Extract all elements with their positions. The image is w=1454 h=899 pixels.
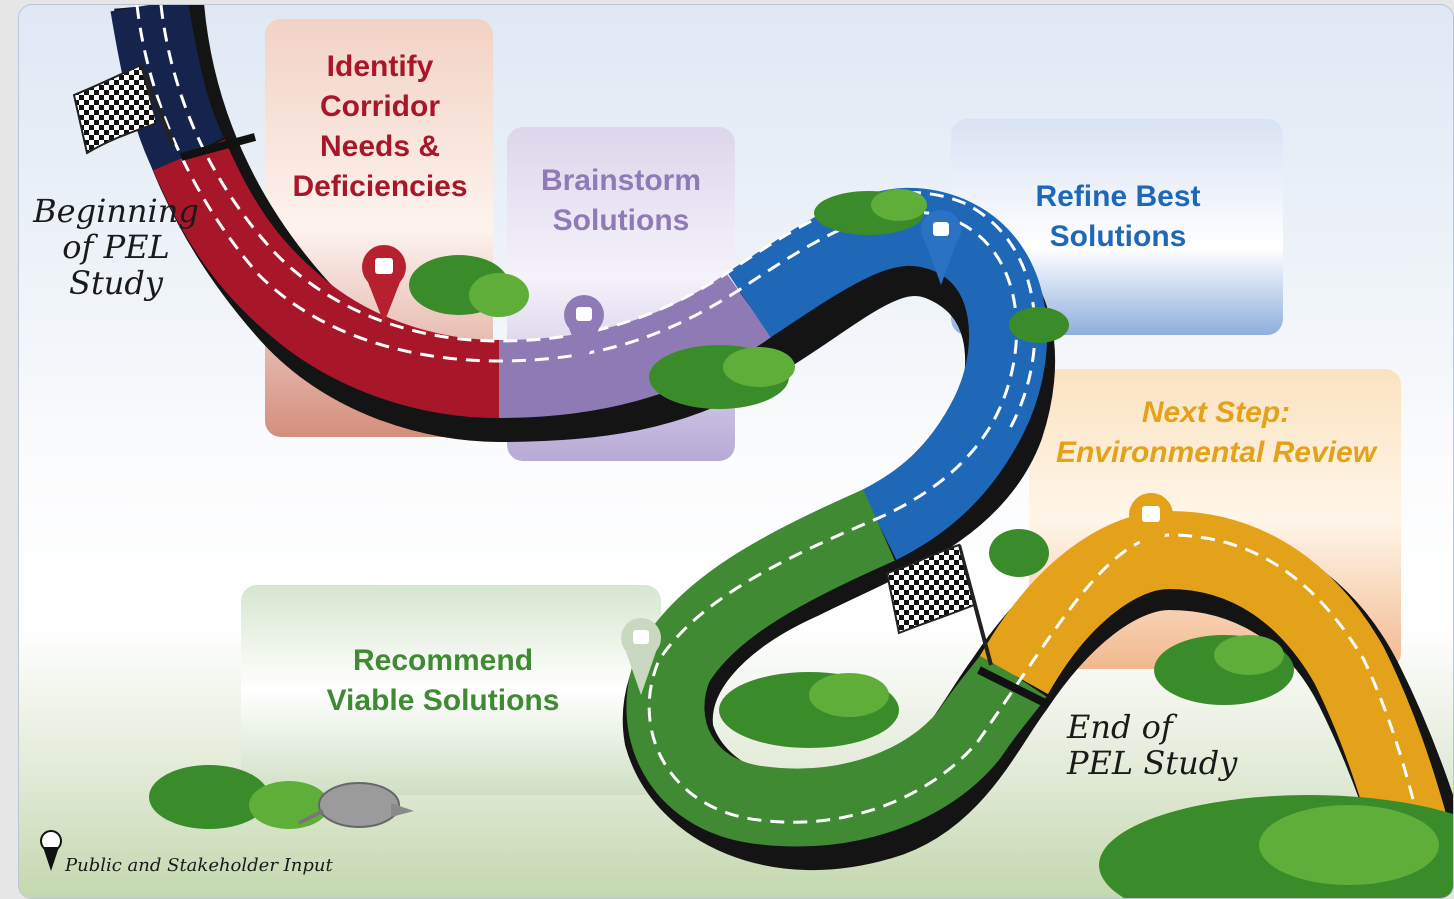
road-lane-markings-2: [159, 5, 1037, 431]
input-marker-recommend-icon: [621, 618, 661, 695]
stage-refine-line1: Refine Best: [1035, 180, 1201, 213]
stage-recommend-line1: Recommend: [352, 644, 534, 677]
road-segment-recommend: [626, 489, 1047, 847]
end-label-line1: End of: [1067, 708, 1173, 746]
stage-recommend-label: Recommend Viable Solutions: [243, 641, 643, 721]
stage-identify-line1: Identify: [326, 50, 434, 83]
legend-marker-icon: [40, 830, 62, 871]
input-marker-next-icon: [1129, 493, 1173, 575]
stage-recommend-line2: Viable Solutions: [326, 684, 560, 717]
road-lane-markings: [135, 5, 1439, 898]
stage-brainstorm-label: Brainstorm Solutions: [509, 161, 733, 241]
road-scene: [40, 5, 1453, 898]
stage-identify-line4: Deficiencies: [292, 170, 468, 203]
road-segment-brainstorm: [498, 272, 772, 418]
input-marker-refine-icon: [921, 210, 961, 285]
stage-identify-line2: Corridor: [320, 90, 440, 123]
end-label: End of PEL Study: [1067, 709, 1267, 781]
start-label-line2: of PEL: [62, 228, 170, 266]
road-segment-start: [110, 5, 225, 173]
input-marker-brainstorm-icon: [564, 295, 604, 367]
stage-refine-label: Refine Best Solutions: [953, 177, 1283, 257]
stage-next-label: Next Step: Environmental Review: [1031, 393, 1401, 473]
start-label-line3: Study: [69, 264, 163, 302]
end-flag-icon: [885, 543, 993, 666]
finish-line: [977, 666, 1051, 709]
stage-brainstorm-line1: Brainstorm: [540, 164, 702, 197]
input-marker-identify-icon: [362, 245, 406, 323]
stage-refine-line2: Solutions: [1049, 220, 1187, 253]
armadillo-icon: [298, 782, 414, 828]
card-recommend: [241, 585, 661, 795]
tree-clusters: [149, 189, 1453, 898]
legend-label: Public and Stakeholder Input: [65, 855, 425, 877]
start-flag-icon: [72, 63, 175, 155]
stage-next-line1: Next Step:: [1141, 396, 1291, 429]
start-line: [179, 133, 257, 161]
start-label-line1: Beginning: [33, 192, 199, 230]
stage-brainstorm-line2: Solutions: [552, 204, 690, 237]
road-segment-identify: [153, 139, 500, 418]
stage-identify-label: Identify Corridor Needs & Deficiencies: [267, 47, 493, 207]
end-label-line2: PEL Study: [1067, 744, 1238, 782]
legend-text: Public and Stakeholder Input: [65, 855, 333, 876]
roadmap-diagram: Identify Corridor Needs & Deficiencies B…: [18, 4, 1454, 899]
road-segment-next: [980, 510, 1453, 898]
stage-identify-line3: Needs &: [319, 130, 441, 163]
stage-next-line2: Environmental Review: [1055, 436, 1377, 469]
road-segment-refine: [727, 187, 1047, 560]
start-label: Beginning of PEL Study: [31, 193, 201, 301]
